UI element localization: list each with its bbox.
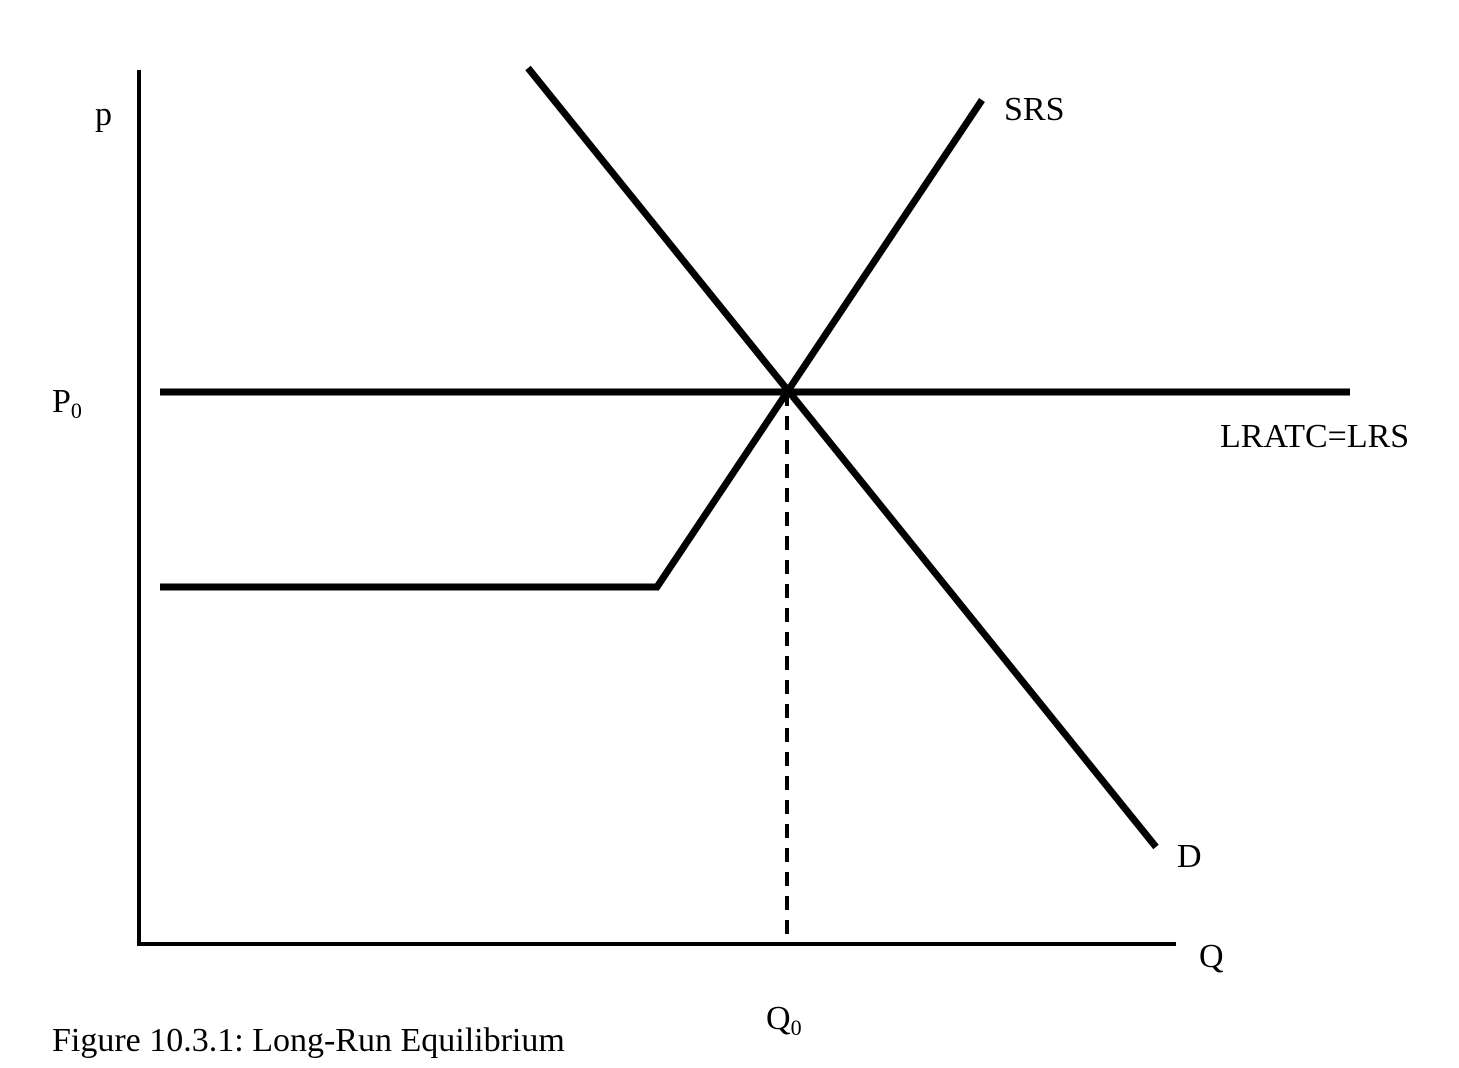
demand-label: D [1177,838,1202,875]
equilibrium-quantity-label: Q0 [766,1000,802,1040]
equilibrium-price-label: P0 [52,383,82,423]
srs-curve [160,98,985,591]
demand-curve [525,65,1159,850]
srs-label: SRS [1004,91,1065,128]
x-axis-label: Q [1199,938,1224,975]
y-axis-label: p [95,96,112,133]
figure-caption: Figure 10.3.1: Long-Run Equilibrium [52,1022,565,1059]
lrs-label: LRATC=LRS [1220,418,1410,455]
